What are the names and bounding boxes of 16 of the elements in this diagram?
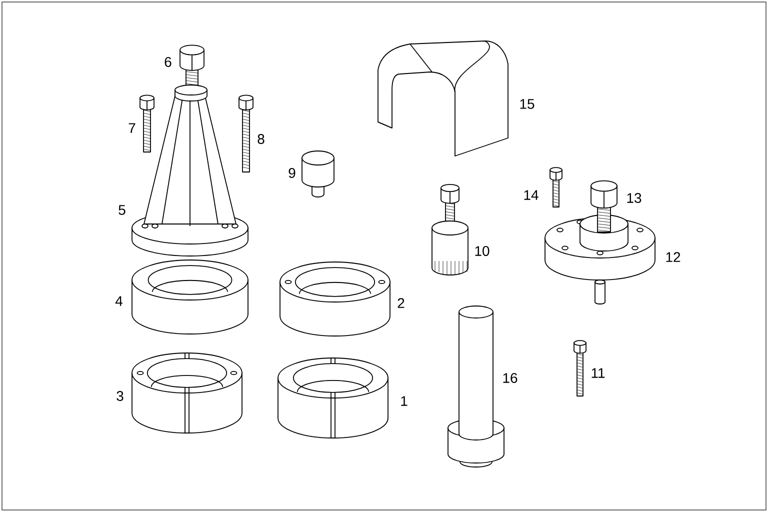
callout-number: 15 xyxy=(520,99,534,109)
callout-number: 4 xyxy=(115,296,122,306)
callout-number: 16 xyxy=(503,373,518,383)
callout-number: 12 xyxy=(666,252,680,262)
callout-number: 1 xyxy=(401,396,408,406)
callout-number: 3 xyxy=(116,391,124,401)
callout-number: 6 xyxy=(164,57,172,67)
callout-number: 14 xyxy=(524,190,538,200)
callout-number: 9 xyxy=(288,168,296,178)
callout-number: 10 xyxy=(475,246,490,256)
callout-number: 5 xyxy=(118,205,126,215)
callout-number: 13 xyxy=(627,193,642,203)
callout-number: 7 xyxy=(128,123,136,133)
callout-number: 11 xyxy=(592,368,605,378)
callout-number: 8 xyxy=(258,134,264,144)
callout-number: 2 xyxy=(398,298,404,308)
